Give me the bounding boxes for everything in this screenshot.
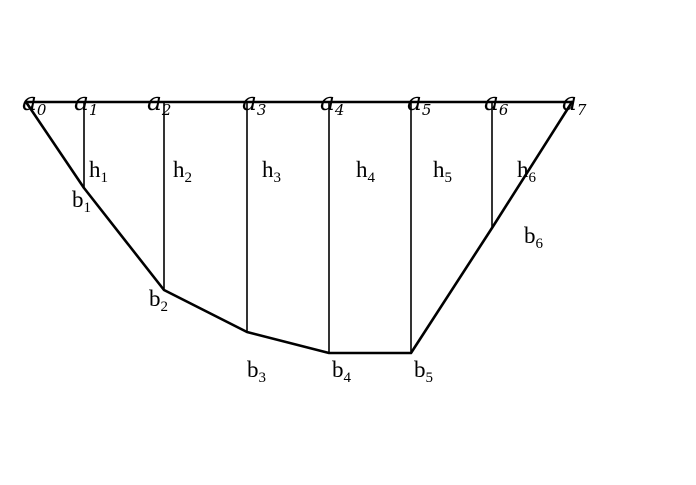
label-b2: b2: [149, 286, 168, 315]
label-b5: b5: [414, 357, 433, 386]
label-a5: a5: [407, 87, 431, 119]
label-a2: a2: [147, 87, 171, 119]
label-b6: b6: [524, 223, 544, 252]
label-h5: h5: [433, 157, 452, 186]
label-b4: b4: [332, 357, 352, 386]
label-h3: h3: [262, 157, 281, 186]
label-a0: a0: [22, 87, 47, 119]
label-a7: a7: [562, 87, 587, 119]
label-h2: h2: [173, 157, 192, 186]
label-a3: a3: [242, 87, 266, 119]
label-b1: b1: [72, 187, 91, 216]
label-a1: a1: [74, 87, 98, 119]
label-a4: a4: [320, 87, 344, 119]
label-h4: h4: [356, 157, 376, 186]
label-h6: h6: [517, 157, 537, 186]
label-a6: a6: [484, 87, 509, 119]
label-b3: b3: [247, 357, 266, 386]
bottom-profile: [24, 100, 574, 355]
label-h1: h1: [89, 157, 108, 186]
